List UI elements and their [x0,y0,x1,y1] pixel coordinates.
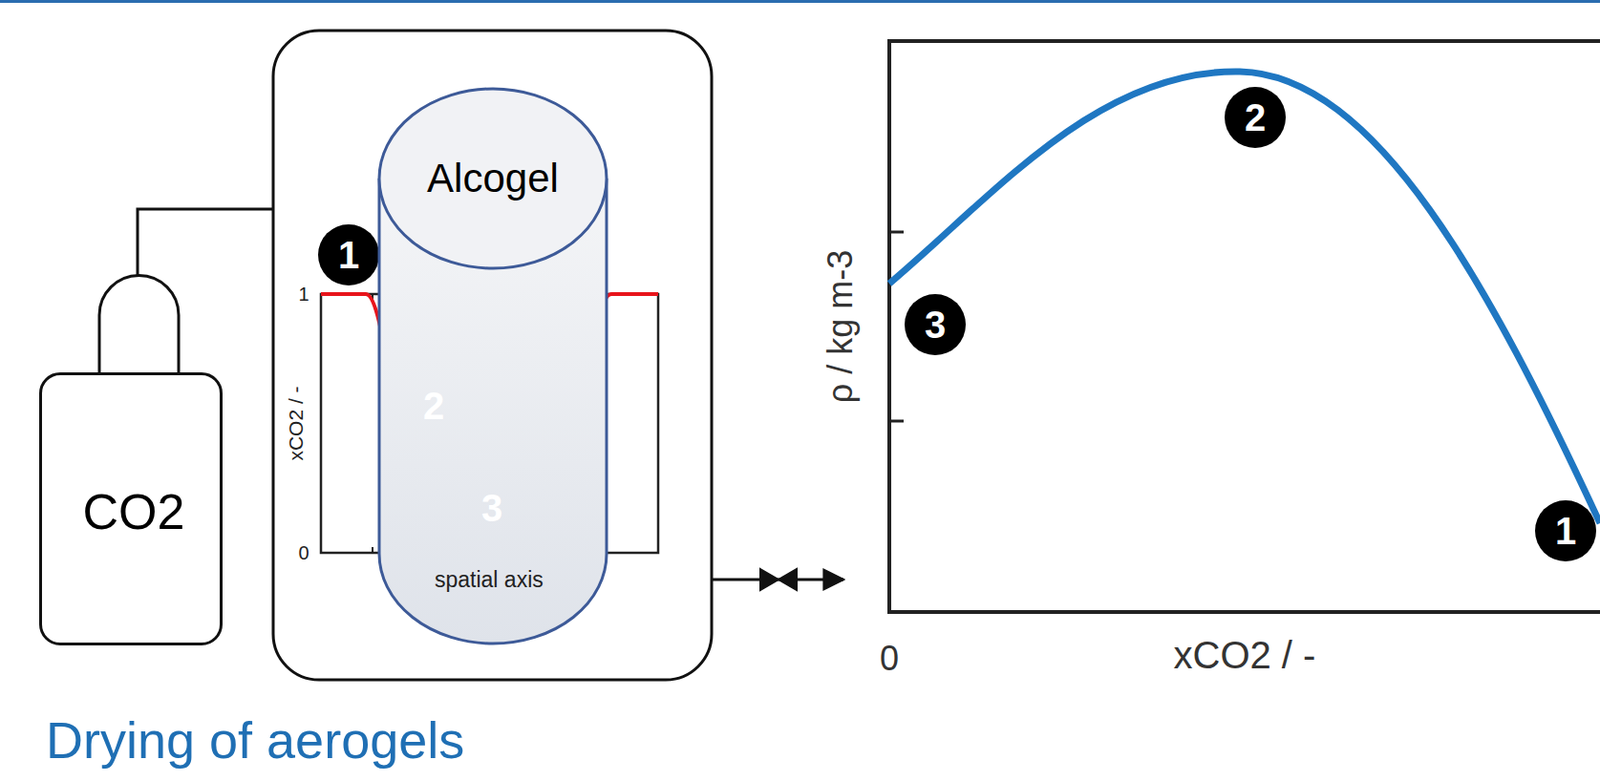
axis-label: spatial axis [434,569,544,592]
alcogel-cylinder: Alcogel [377,86,609,646]
node-label: Alcogel [426,158,559,199]
callout-disc [1535,500,1597,562]
callout-disc [318,224,380,286]
callout-number: 3 [924,305,946,344]
node-label: CO2 [83,487,186,537]
chart-ticks [889,232,904,422]
callout-disc [1224,86,1286,149]
axis-label: ρ / kg m-3 [823,250,858,405]
callout-disc [904,294,966,356]
valve-symbol [760,569,797,591]
callout-number: 2 [1244,98,1266,137]
supply-pipe [137,209,274,277]
callout-number: 3 [481,489,503,528]
gas-bottle: CO2 [39,372,223,646]
cylinder-top [379,88,607,269]
tick-label: 0 [298,543,310,563]
tick-label: 0 [879,641,899,677]
chart-frame [889,41,1600,613]
page-title: Drying of aerogels [45,714,465,767]
bottle-neck [99,276,179,374]
density-curve [889,71,1600,524]
top-rule [0,0,1600,3]
axis-label: xCO2 / - [1173,636,1317,675]
callout-number: 1 [338,235,360,275]
tick-label: 1 [298,284,310,304]
pressure-vessel [273,30,712,681]
callout-number: 2 [423,386,445,426]
axis-label: xCO2 / - [285,385,306,461]
callout-number: 1 [1555,512,1577,551]
